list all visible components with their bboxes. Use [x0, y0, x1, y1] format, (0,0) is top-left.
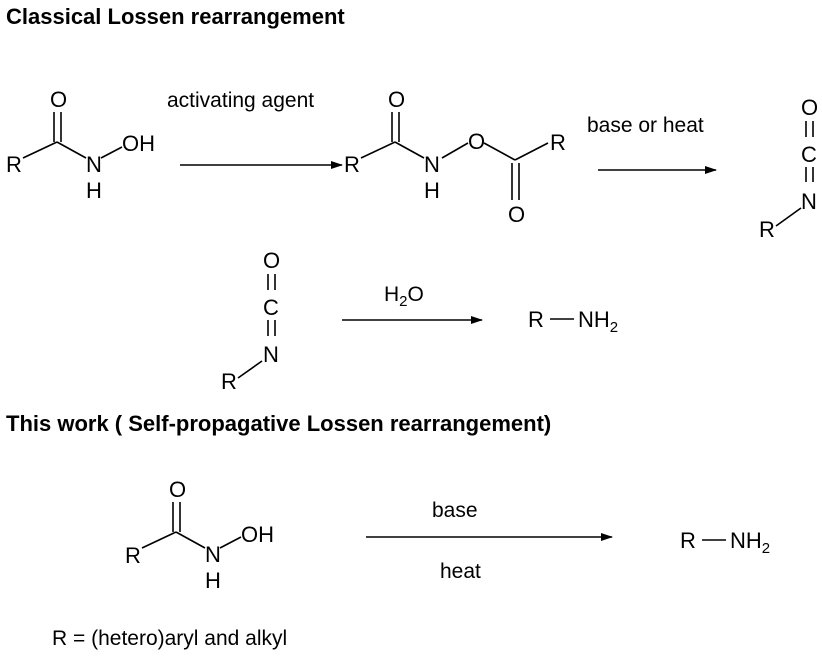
reagent-activating-agent: activating agent	[167, 89, 314, 112]
activated-hydroxamate: O R N H O O R	[344, 87, 566, 227]
reagent-water: H2O	[384, 283, 424, 310]
reagent-base: base	[432, 499, 478, 522]
atom-o: O	[468, 129, 485, 154]
atom-n: N	[263, 342, 279, 367]
atom-c: C	[263, 295, 279, 320]
atom-c: C	[801, 142, 817, 167]
atom-r: R	[221, 369, 237, 394]
atom-oh: OH	[122, 131, 155, 156]
atom-o: O	[169, 477, 186, 502]
reagent-base-or-heat: base or heat	[587, 114, 704, 137]
atom-r: R	[550, 130, 566, 155]
atom-r: R	[759, 217, 775, 242]
atom-o: O	[508, 202, 525, 227]
atom-n: N	[801, 189, 817, 214]
atom-nh: NH2	[578, 307, 618, 336]
atom-r: R	[680, 528, 696, 553]
atom-h: H	[86, 178, 102, 203]
reagent-heat: heat	[440, 560, 481, 583]
atom-r: R	[344, 152, 360, 177]
atom-nh: NH2	[730, 528, 770, 557]
isocyanate-1: O C N R	[759, 95, 818, 242]
atom-n: N	[424, 152, 440, 177]
atom-r: R	[125, 543, 141, 568]
this-work-heading: This work ( Self-propagative Lossen rear…	[6, 411, 551, 436]
atom-o: O	[50, 87, 67, 112]
atom-h: H	[205, 568, 221, 593]
atom-o: O	[388, 87, 405, 112]
amine-product-2: R NH2	[680, 528, 770, 557]
atom-oh: OH	[241, 522, 274, 547]
isocyanate-2: O C N R	[221, 248, 280, 394]
atom-n: N	[86, 152, 102, 177]
atom-r: R	[528, 307, 544, 332]
atom-o: O	[263, 248, 280, 273]
r-group-footnote: R = (hetero)aryl and alkyl	[52, 627, 287, 650]
atom-h: H	[424, 178, 440, 203]
amine-product-1: R NH2	[528, 307, 618, 336]
atom-o: O	[801, 95, 818, 120]
hydroxamic-acid-1: O R N H OH	[6, 87, 155, 203]
atom-r: R	[6, 152, 22, 177]
classical-heading: Classical Lossen rearrangement	[6, 4, 345, 29]
hydroxamic-acid-2: O R N H OH	[125, 477, 274, 593]
atom-n: N	[205, 542, 221, 567]
